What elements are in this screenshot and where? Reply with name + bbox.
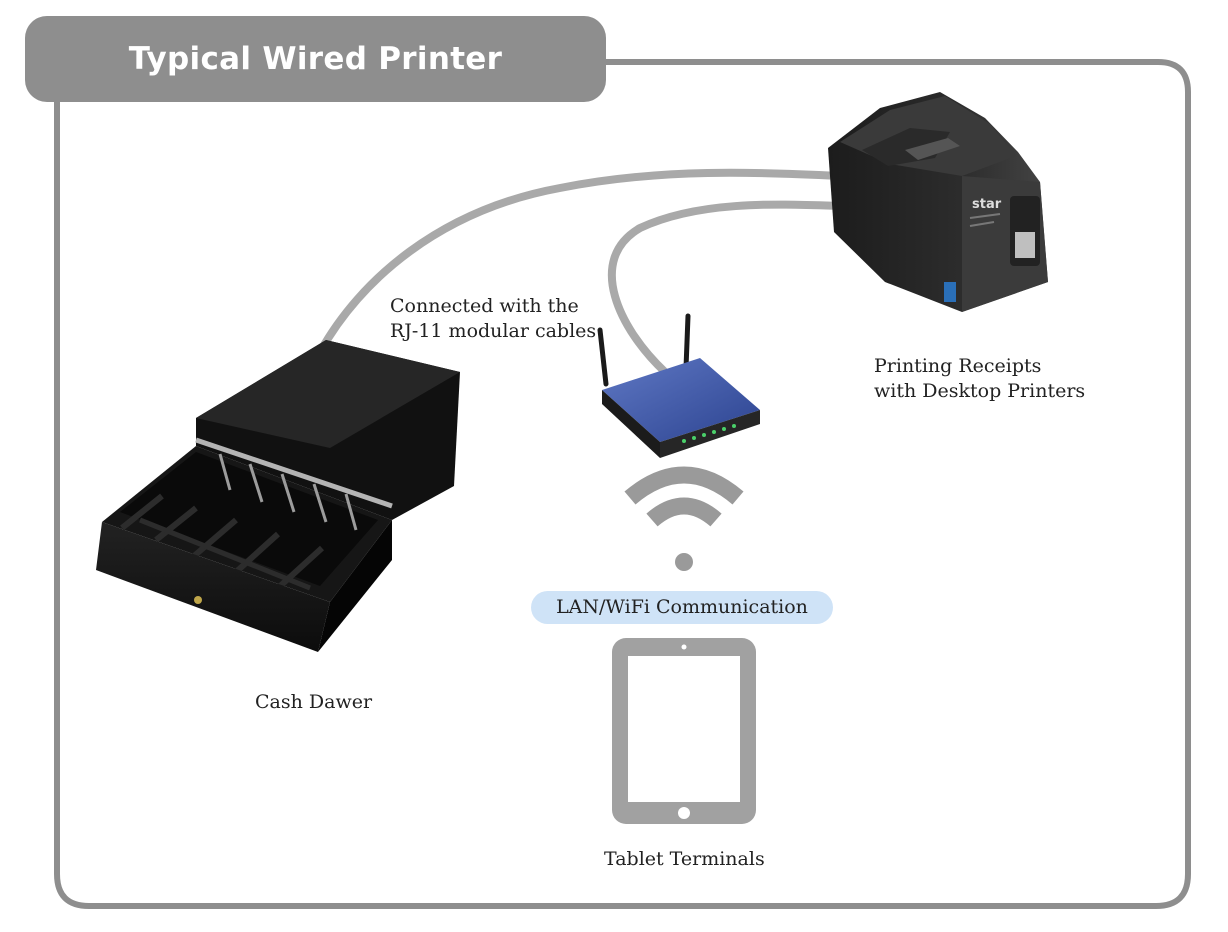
- router-antenna-left: [597, 327, 609, 387]
- lan-wifi-label: LAN/WiFi Communication: [556, 596, 808, 618]
- cable-note-label: Connected with the RJ-11 modular cables: [390, 294, 596, 344]
- cash-drawer-label: Cash Dawer: [255, 691, 373, 713]
- receipt-printer: star: [828, 92, 1048, 312]
- tablet: [612, 638, 756, 824]
- cable-note-line-1: Connected with the: [390, 295, 579, 317]
- lan-wifi-pill: [531, 591, 833, 624]
- tablet-label: Tablet Terminals: [604, 848, 765, 870]
- cable-note-line-2: RJ-11 modular cables: [390, 320, 597, 342]
- cable-drawer-to-printer: [316, 168, 844, 356]
- title-tab: [25, 16, 606, 102]
- cable-router-to-printer: [608, 200, 846, 376]
- printer-logo: star: [972, 197, 1002, 212]
- wifi-icon: [624, 466, 744, 571]
- printer-label: Printing Receipts with Desktop Printers: [874, 354, 1085, 404]
- diagram-title: Typical Wired Printer Configuration: [128, 41, 503, 163]
- printer-label-line-1: Printing Receipts: [874, 355, 1042, 377]
- cash-drawer: [96, 340, 460, 652]
- router-antenna-right: [683, 313, 691, 371]
- router: [597, 313, 760, 458]
- frame-outline: [54, 59, 1191, 909]
- printer-label-line-2: with Desktop Printers: [874, 380, 1086, 402]
